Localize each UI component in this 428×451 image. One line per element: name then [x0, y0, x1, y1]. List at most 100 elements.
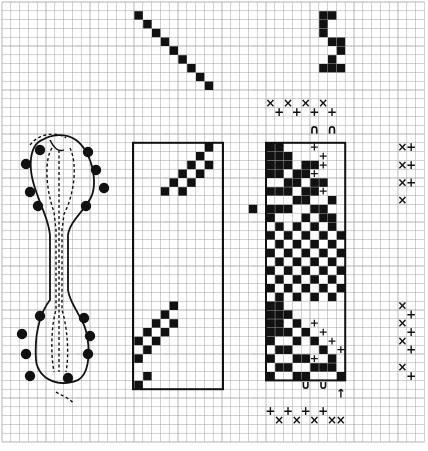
- pattern-cell: [293, 258, 301, 266]
- lift-arch-mark: ∩: [309, 123, 320, 138]
- pattern-cell: [293, 222, 301, 230]
- pattern-cell: [284, 284, 292, 292]
- pattern-cell: [275, 275, 283, 283]
- pattern-cell: [302, 354, 310, 362]
- pattern-cell: [302, 284, 310, 292]
- threading-cell: [143, 346, 151, 354]
- pattern-cell: [275, 205, 283, 213]
- pattern-cell: [302, 266, 310, 274]
- pattern-cell: [284, 161, 292, 169]
- pattern-cell: [275, 293, 283, 301]
- pattern-cell: [293, 196, 301, 204]
- motif-cell: [319, 11, 327, 19]
- card-hole-dot: [17, 329, 27, 339]
- pattern-cell: [266, 249, 274, 257]
- pattern-cell: [293, 293, 301, 301]
- pattern-cell: [337, 372, 345, 380]
- pattern-cell: [310, 337, 318, 345]
- pattern-cell: [275, 170, 283, 178]
- threading-card-diagram: [17, 134, 109, 404]
- pattern-cell: [266, 310, 274, 318]
- motif-cell: [337, 38, 345, 46]
- pattern-cell: [275, 152, 283, 160]
- pattern-cell: [293, 240, 301, 248]
- threading-cell: [187, 178, 195, 186]
- card-hole-dot: [25, 371, 35, 381]
- single-marker-cell: [249, 205, 257, 213]
- pattern-cell: [266, 319, 274, 327]
- threading-cell: [143, 328, 151, 336]
- pattern-cell: [319, 249, 327, 257]
- pattern-cell: [284, 249, 292, 257]
- pattern-cell: [337, 249, 345, 257]
- diagonal-step-cell: [196, 73, 204, 81]
- motif-cell: [328, 55, 336, 63]
- side-mark: ×: [397, 193, 407, 207]
- pattern-plus-mark: +: [319, 158, 328, 171]
- pattern-cell: [319, 205, 327, 213]
- pattern-cell: [310, 240, 318, 248]
- pattern-cell: [266, 266, 274, 274]
- pattern-cell: [302, 249, 310, 257]
- pattern-cell: [337, 231, 345, 239]
- pattern-cell: [319, 214, 327, 222]
- diagonal-step-cell: [152, 29, 160, 37]
- pattern-cell: [266, 161, 274, 169]
- threading-cell: [205, 143, 213, 151]
- pattern-cell: [319, 231, 327, 239]
- pattern-cell: [310, 187, 318, 195]
- up-arrow-mark: ↑: [336, 387, 346, 401]
- side-mark: +: [406, 343, 416, 357]
- pattern-cell: [275, 319, 283, 327]
- threading-cell: [161, 187, 169, 195]
- lower-cup-mark: ∪: [318, 378, 328, 392]
- pattern-cell: [302, 170, 310, 178]
- pattern-cell: [284, 205, 292, 213]
- card-hole-dot: [21, 159, 31, 169]
- tie-up-pattern-block: ××××++++∩∩++++++++++∪∪↑+×+×+×+××: [265, 11, 345, 427]
- pattern-cell: [302, 196, 310, 204]
- pattern-cell: [266, 302, 274, 310]
- pattern-cell: [275, 240, 283, 248]
- side-mark: +: [406, 325, 416, 339]
- threading-cell: [134, 337, 142, 345]
- motif-cell: [328, 38, 336, 46]
- pattern-cell: [275, 258, 283, 266]
- tie-up-mark: +: [309, 105, 319, 119]
- motif-cell: [319, 64, 327, 72]
- side-mark: +: [406, 175, 416, 189]
- pattern-cell: [266, 152, 274, 160]
- card-loop-outline: [31, 135, 94, 383]
- pattern-cell: [293, 275, 301, 283]
- pattern-cell: [302, 328, 310, 336]
- threading-cell: [161, 328, 169, 336]
- threading-cell: [152, 319, 160, 327]
- pattern-cell: [310, 275, 318, 283]
- card-hole-dot: [25, 187, 35, 197]
- lower-cup-mark: ∪: [301, 378, 311, 392]
- pattern-cell: [328, 240, 336, 248]
- threading-cell: [143, 372, 151, 380]
- pattern-cell: [328, 258, 336, 266]
- pattern-cell: [275, 222, 283, 230]
- tie-up-mark: +: [292, 105, 302, 119]
- diagonal-step-cell: [143, 20, 151, 28]
- threading-cell: [161, 310, 169, 318]
- pattern-cell: [293, 354, 301, 362]
- pattern-cell: [302, 187, 310, 195]
- lift-arch-mark: ∩: [327, 123, 338, 138]
- pattern-cell: [328, 363, 336, 371]
- pattern-cell: [284, 231, 292, 239]
- pattern-cell: [319, 284, 327, 292]
- threading-cell: [134, 381, 142, 389]
- pattern-cell: [293, 178, 301, 186]
- pattern-cell: [284, 178, 292, 186]
- pattern-cell: [284, 346, 292, 354]
- pattern-cell: [275, 143, 283, 151]
- card-hole-dot: [35, 145, 45, 155]
- pattern-cell: [328, 222, 336, 230]
- threading-cell: [134, 354, 142, 362]
- pattern-plus-mark: +: [310, 352, 319, 365]
- pattern-cell: [319, 363, 327, 371]
- motif-cell: [328, 11, 336, 19]
